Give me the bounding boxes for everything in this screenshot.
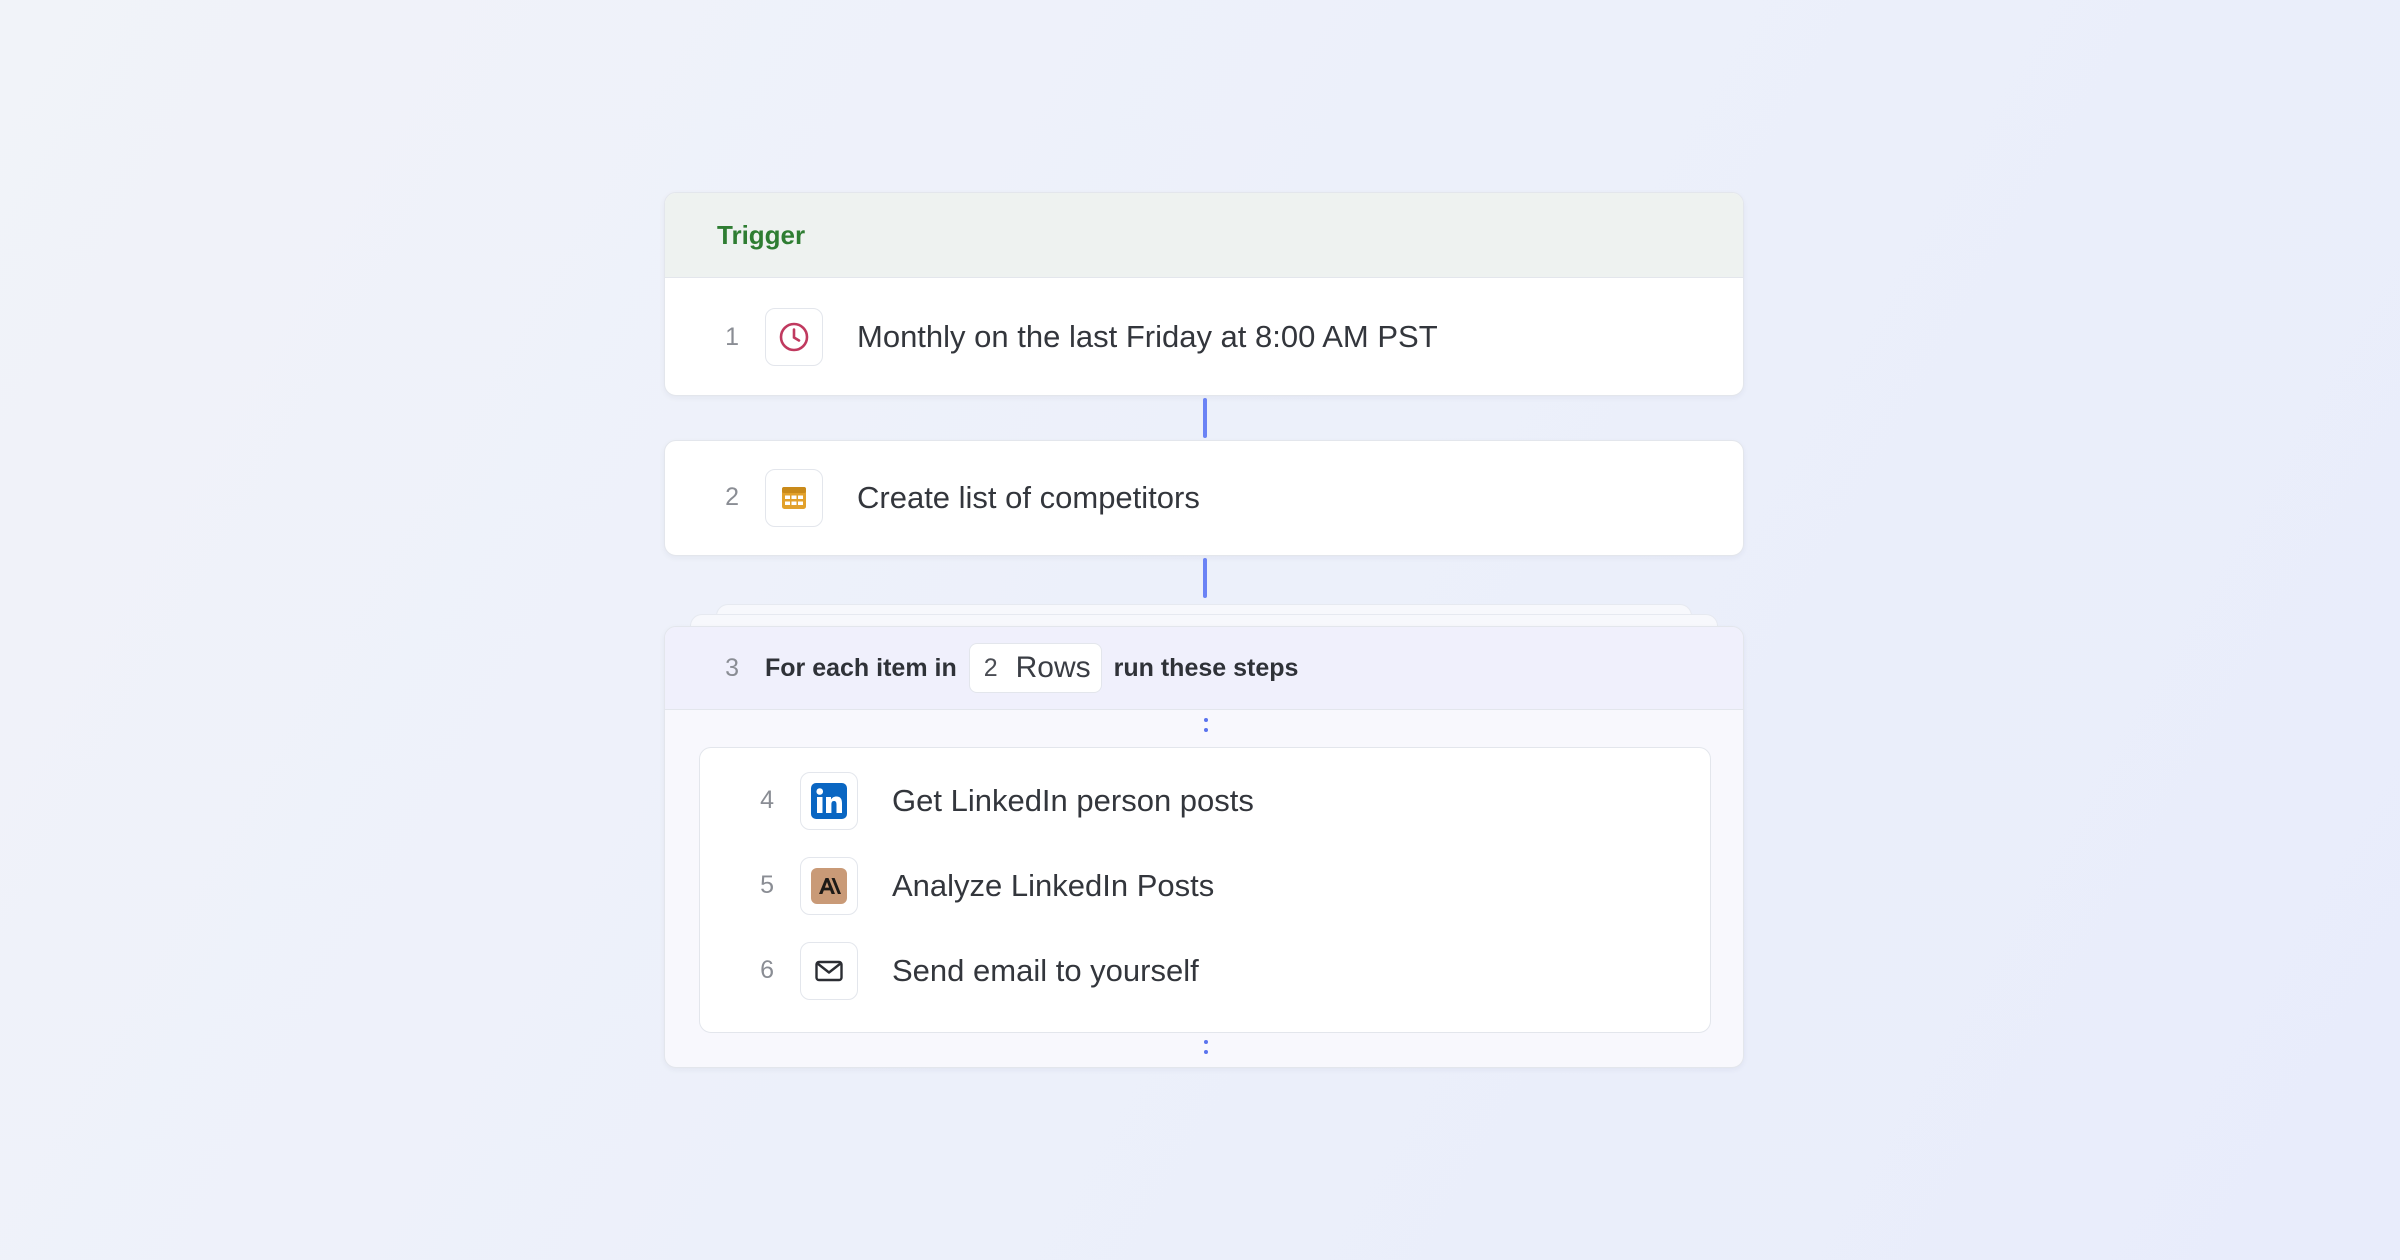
loop-suffix: run these steps [1113, 653, 1299, 682]
trigger-header-label: Trigger [717, 219, 806, 250]
trigger-header: Trigger [665, 193, 1743, 278]
trigger-card[interactable]: Trigger 1 Monthly on the last Friday at … [664, 192, 1744, 396]
loop-prefix: For each item in [765, 653, 957, 682]
step-row-2[interactable]: 2 Create list of competitors [665, 441, 1743, 554]
step-label: Analyze LinkedIn Posts [892, 867, 1215, 903]
connector-line [1203, 558, 1207, 598]
step-label: Get LinkedIn person posts [892, 782, 1254, 818]
anthropic-icon [800, 856, 858, 915]
step-row-5[interactable]: 5 Analyze LinkedIn Posts [700, 843, 1710, 928]
rows-unit: Rows [1015, 651, 1091, 684]
clock-icon [765, 308, 823, 366]
step-number: 4 [760, 786, 774, 814]
rows-count: 2 [983, 653, 998, 682]
step-number: 5 [760, 871, 774, 899]
step-card-2[interactable]: 2 Create list of competitors [664, 440, 1744, 556]
step-label: Send email to yourself [892, 952, 1199, 988]
step-number: 6 [760, 956, 774, 984]
step-number: 1 [725, 322, 739, 351]
step-number: 3 [725, 653, 739, 682]
loop-steps-container: 4 Get LinkedIn person posts 5 A [699, 747, 1711, 1033]
loop-connector-dots [1204, 1040, 1208, 1054]
table-icon [765, 468, 823, 527]
loop-connector-dots [1204, 718, 1208, 732]
step-row-6[interactable]: 6 Send email to yourself [700, 928, 1710, 1013]
step-number: 2 [725, 483, 739, 511]
rows-pill[interactable]: 2 Rows [968, 643, 1102, 693]
loop-header[interactable]: 3 For each item in 2 Rows run these step… [665, 627, 1743, 710]
linkedin-icon [800, 771, 858, 830]
step-row-4[interactable]: 4 Get LinkedIn person posts [700, 758, 1710, 843]
step-label: Monthly on the last Friday at 8:00 AM PS… [857, 319, 1438, 354]
mail-icon [800, 941, 858, 1000]
step-row-1[interactable]: 1 Monthly on the last Friday at 8:00 AM … [665, 278, 1743, 395]
loop-card[interactable]: 3 For each item in 2 Rows run these step… [664, 626, 1744, 1068]
step-label: Create list of competitors [857, 479, 1200, 515]
connector-line [1203, 398, 1207, 438]
